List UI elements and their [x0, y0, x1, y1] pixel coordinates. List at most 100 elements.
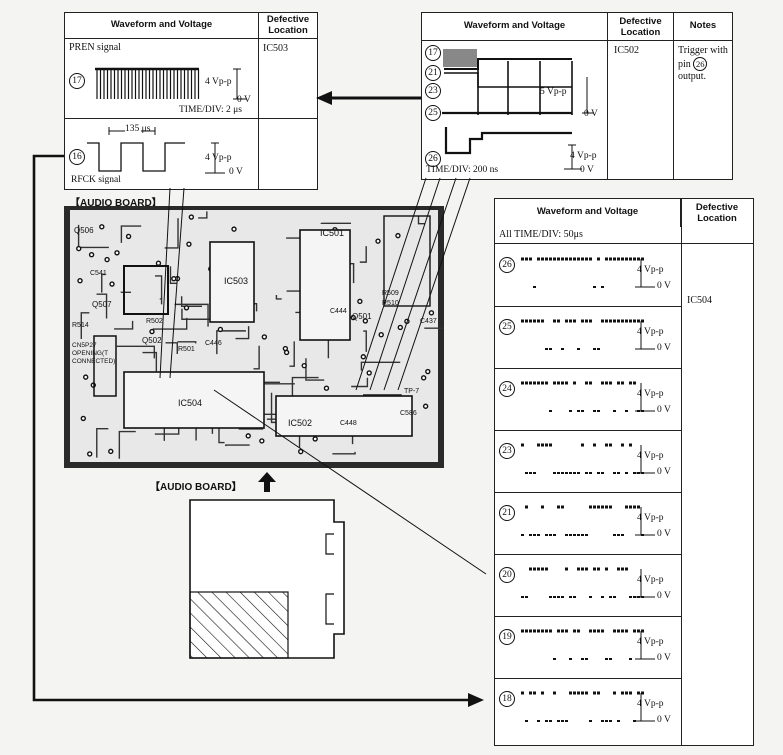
pin-number: 21	[499, 505, 515, 521]
solder-pad	[108, 448, 114, 455]
solder-pad	[420, 375, 427, 381]
solder-pad	[425, 368, 431, 375]
timediv-label: TIME/DIV: 2 μs	[179, 105, 242, 115]
trace	[116, 345, 156, 359]
trace	[177, 341, 197, 344]
timediv-label: All TIME/DIV: 50μs	[499, 229, 583, 240]
solder-pad	[109, 281, 115, 287]
period-label: 135 μs	[125, 124, 151, 134]
solder-pad	[183, 305, 190, 311]
vpp-label: 4 Vp-p	[205, 77, 232, 87]
multi-waveform-cell: 17 21 23 25 5 Vp-p 0 V 26 4 Vp-p 0 V TIM…	[422, 41, 608, 179]
pin-number: 17	[69, 73, 85, 89]
zero-label: 0 V	[657, 529, 671, 539]
ic503-label: IC503	[224, 276, 249, 286]
trace	[80, 312, 90, 340]
digital-waveform	[521, 257, 655, 288]
solder-pad	[298, 448, 304, 455]
trace	[169, 266, 178, 285]
vpp-label-5: 5 Vp-p	[540, 87, 567, 97]
waveform-table-ic502: Waveform and Voltage Defective Location …	[421, 12, 733, 180]
vpp-label: 4 Vp-p	[637, 513, 664, 523]
ic503-body	[209, 241, 255, 323]
header-location: Defective Location	[608, 13, 674, 41]
part-r501: R501	[178, 346, 195, 353]
zero-label: 0 V	[229, 167, 243, 177]
pren-waveform	[95, 67, 247, 100]
part-r502: R502	[146, 318, 163, 325]
solder-pad	[428, 310, 435, 316]
solder-pad	[186, 241, 192, 247]
notes-text: Trigger with pin	[678, 45, 728, 70]
trace	[114, 320, 134, 330]
trace	[351, 377, 369, 388]
digital-waveform	[521, 691, 655, 722]
part-q507: Q507	[92, 300, 112, 309]
ic502-waveforms	[442, 49, 594, 170]
trace	[253, 345, 260, 370]
header-waveform: Waveform and Voltage	[422, 13, 608, 41]
pin-number: 26	[499, 257, 515, 273]
trace	[198, 211, 208, 219]
header-waveform: Waveform and Voltage	[65, 13, 259, 39]
connector-note: CN5P27 OPENING(T CONNECTED)	[72, 342, 116, 365]
vpp-label-4: 4 Vp-p	[570, 151, 597, 161]
zero-label: 0 V	[657, 715, 671, 725]
solder-pad	[77, 278, 83, 284]
trace	[289, 341, 295, 367]
solder-pad	[125, 233, 132, 240]
pin-17: 17	[425, 45, 441, 61]
part-c586: C586	[400, 410, 417, 417]
part-c448: C448	[340, 420, 357, 427]
location-ic502: IC502	[608, 41, 674, 179]
ic501-label: IC501	[320, 228, 345, 238]
solder-pad	[245, 433, 251, 439]
header-location: Defective Location	[695, 202, 739, 224]
trace	[180, 296, 202, 308]
solder-pad	[357, 298, 363, 305]
pin-number: 16	[69, 149, 85, 165]
burst-waveform	[443, 49, 477, 67]
trace	[359, 246, 367, 263]
trace	[225, 444, 250, 447]
trace	[275, 294, 282, 300]
pin-number: 19	[499, 629, 515, 645]
digital-waveform	[521, 567, 655, 598]
solder-pad	[87, 451, 93, 457]
row-pren: PREN signal 17 4 Vp-p 0 V TIME/DIV: 2 μs	[65, 39, 259, 119]
solder-pad	[378, 331, 384, 338]
solder-pad	[104, 256, 110, 263]
audio-board-pcb	[64, 206, 444, 468]
solder-pad	[217, 326, 224, 333]
trace	[101, 273, 106, 293]
digital-waveform	[521, 443, 655, 474]
pin-number: 18	[499, 691, 515, 707]
rfck-waveform	[87, 127, 225, 174]
location-ic503: IC503	[259, 39, 317, 119]
pin-number: 25	[499, 319, 515, 335]
location-ic504: IC504	[687, 295, 712, 306]
ic502-label: IC502	[288, 418, 313, 428]
part-tp7: TP-7	[404, 388, 420, 395]
solder-pad	[88, 252, 95, 258]
digital-waveform	[521, 381, 655, 412]
part-c444: C444	[330, 308, 347, 315]
pin-21: 21	[425, 65, 441, 81]
zero-label: 0 V	[657, 653, 671, 663]
trace	[165, 342, 178, 354]
row-rfck: 135 μs 16 4 Vp-p 0 V RFCK signal	[65, 119, 259, 189]
solder-pad	[114, 250, 120, 256]
solder-pad	[366, 370, 372, 376]
board-label-bottom: 【AUDIO BOARD】	[150, 482, 242, 493]
pulse-train	[96, 69, 200, 99]
part-r514: R514	[72, 322, 89, 329]
waveform-table-ic503: Waveform and Voltage Defective Location …	[64, 12, 318, 190]
pin-number: 23	[499, 443, 515, 459]
signal-label: RFCK signal	[71, 175, 121, 185]
